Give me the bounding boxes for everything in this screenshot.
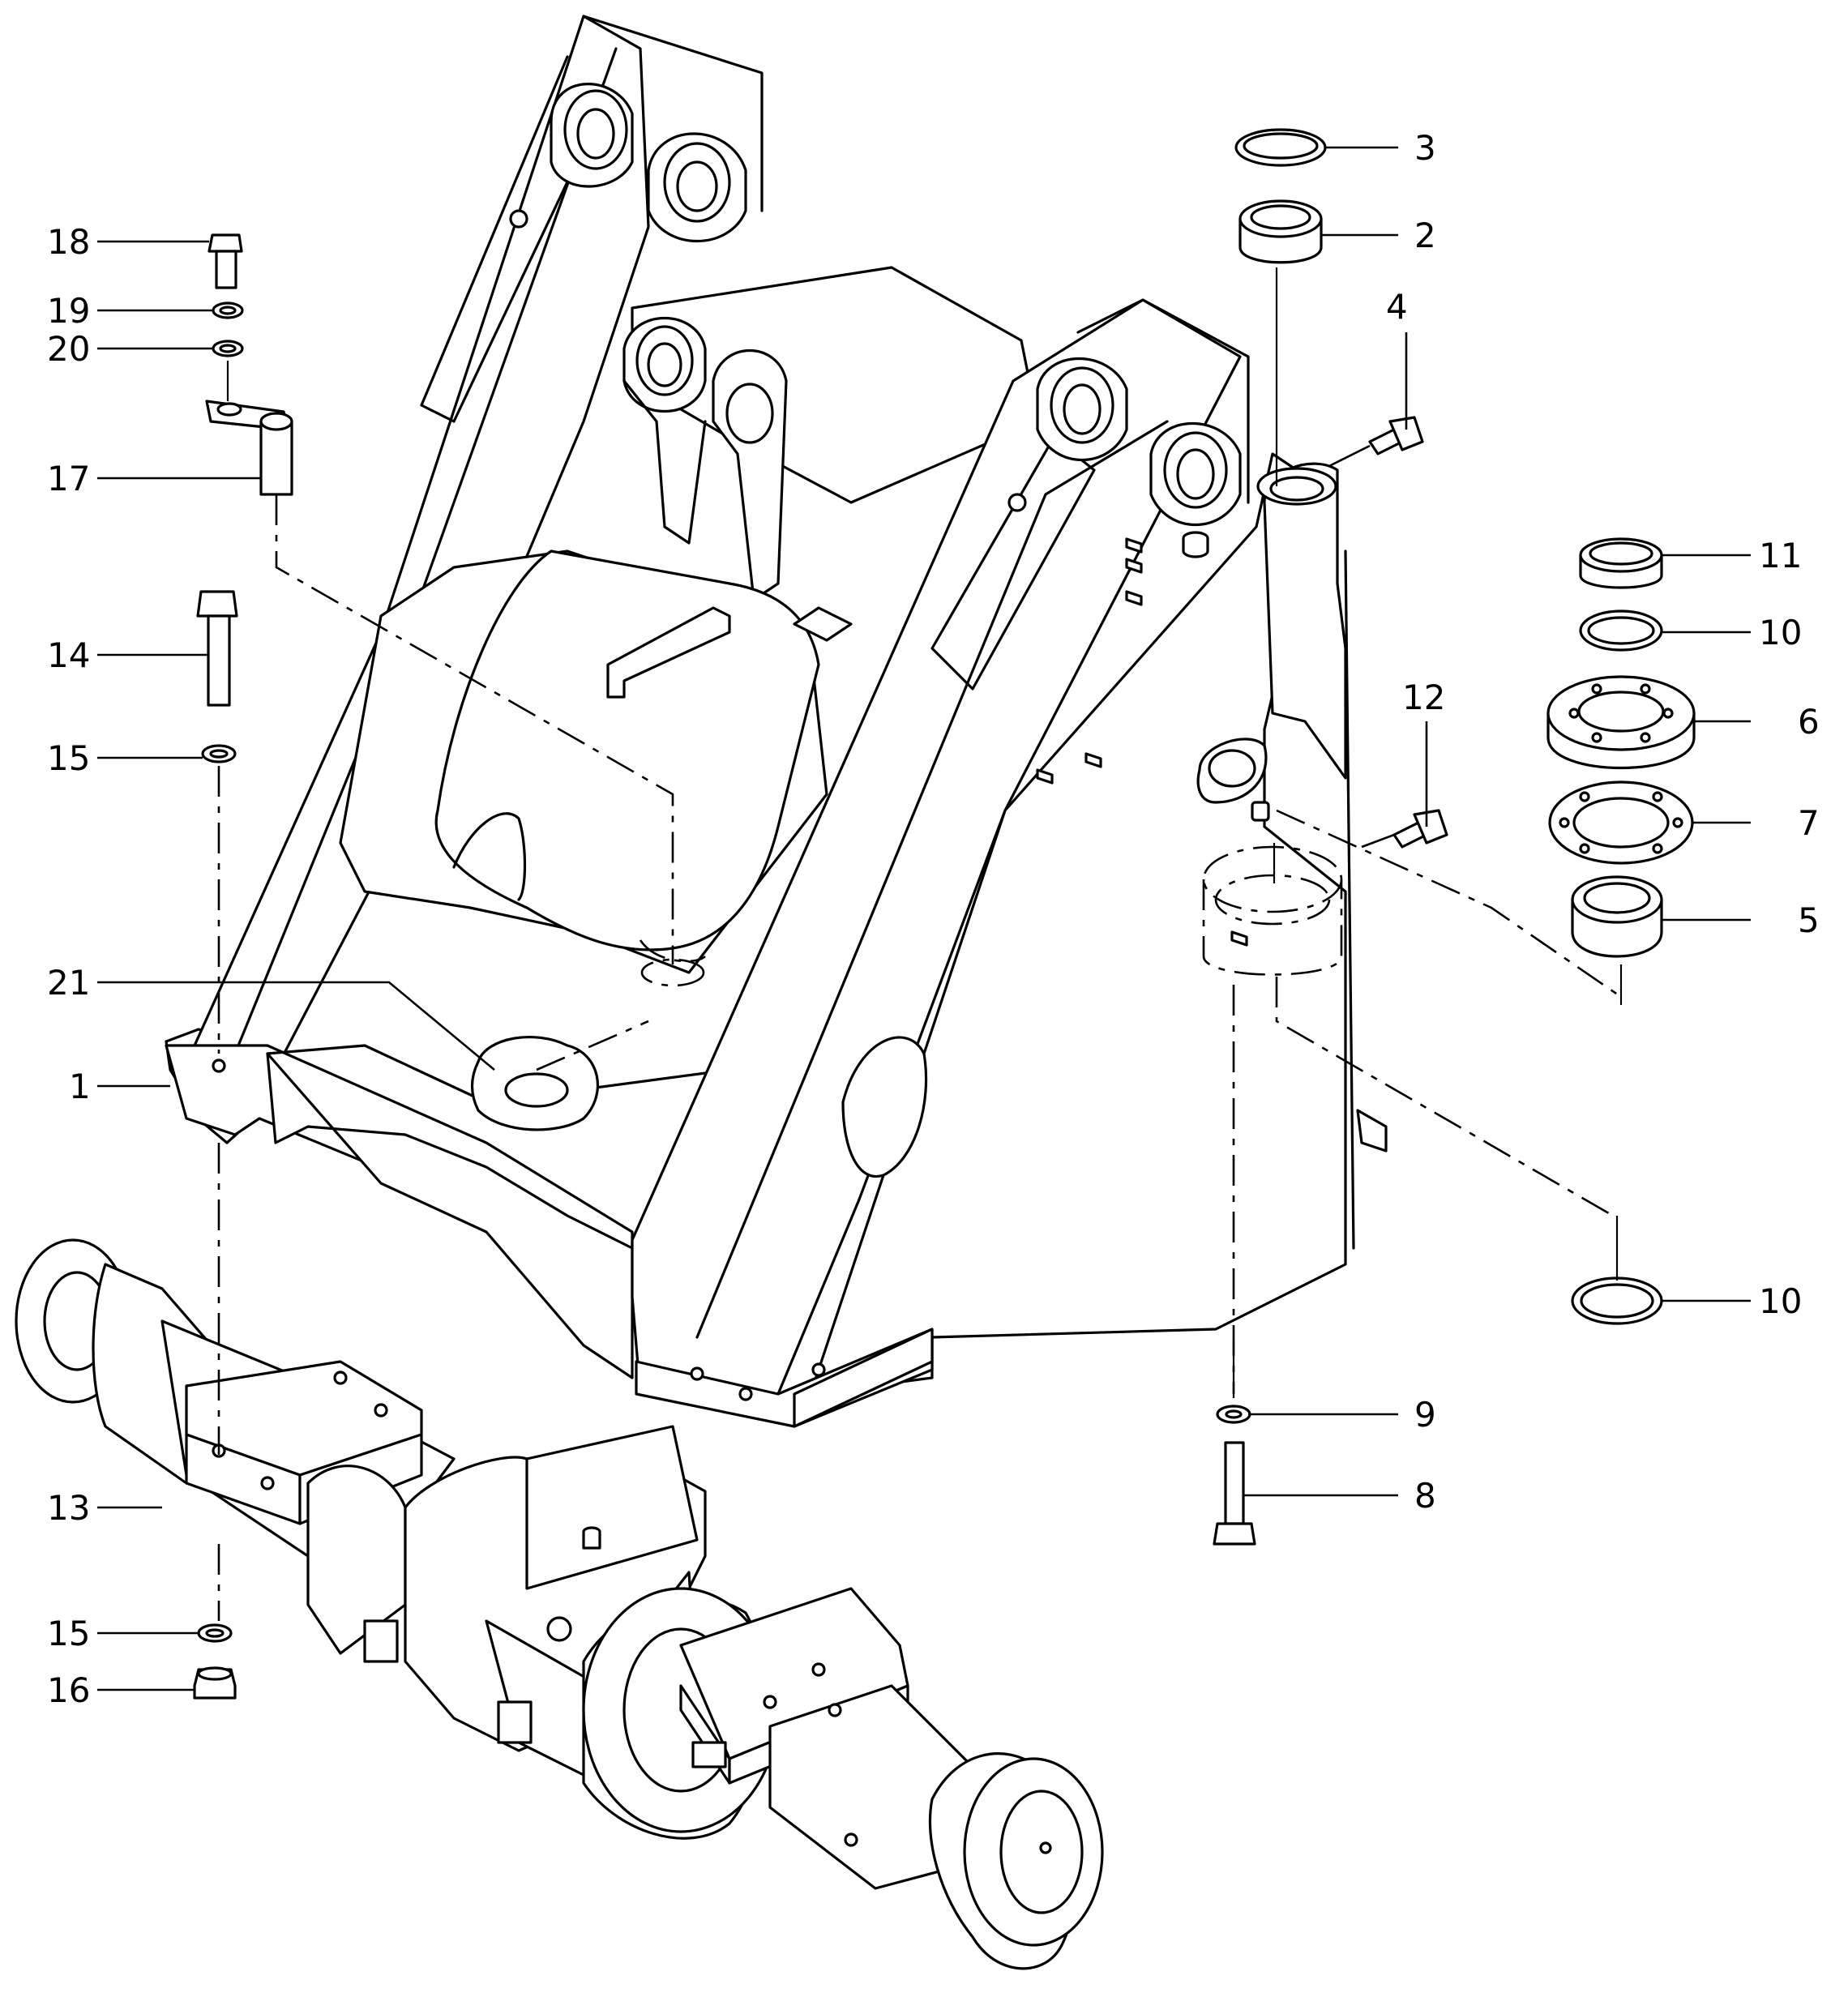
- leader-lines: [97, 146, 1751, 1691]
- callout-1: 1: [69, 1067, 91, 1106]
- callout-15-upper: 15: [47, 738, 90, 778]
- callout-6: 6: [1798, 702, 1820, 742]
- callout-15-lower: 15: [47, 1614, 90, 1653]
- callout-10-upper: 10: [1759, 613, 1802, 652]
- callout-9: 9: [1414, 1395, 1436, 1435]
- callout-8: 8: [1414, 1476, 1436, 1516]
- parts: [193, 128, 1696, 1700]
- callout-13: 13: [47, 1488, 90, 1528]
- callout-14: 14: [47, 635, 90, 675]
- callout-16: 16: [47, 1670, 90, 1710]
- callout-10-lower: 10: [1759, 1281, 1802, 1321]
- callout-7: 7: [1798, 803, 1820, 843]
- axle: [15, 1238, 1104, 1970]
- callout-2: 2: [1414, 216, 1436, 255]
- callout-labels: 3 2 4 11 10 6 12 7 5 10 9 8 18 19 20 17 …: [47, 128, 1820, 1710]
- callout-21: 21: [47, 963, 90, 1003]
- callout-19: 19: [47, 291, 90, 331]
- callout-11: 11: [1759, 536, 1802, 575]
- callout-18: 18: [47, 222, 90, 262]
- callout-3: 3: [1414, 128, 1436, 168]
- callout-17: 17: [47, 459, 90, 498]
- assembly-lines: [217, 267, 1623, 1621]
- callout-4: 4: [1386, 287, 1408, 327]
- front-frame: [165, 15, 1388, 1428]
- callout-5: 5: [1798, 900, 1820, 940]
- callout-12: 12: [1402, 678, 1445, 717]
- callout-20: 20: [47, 329, 90, 369]
